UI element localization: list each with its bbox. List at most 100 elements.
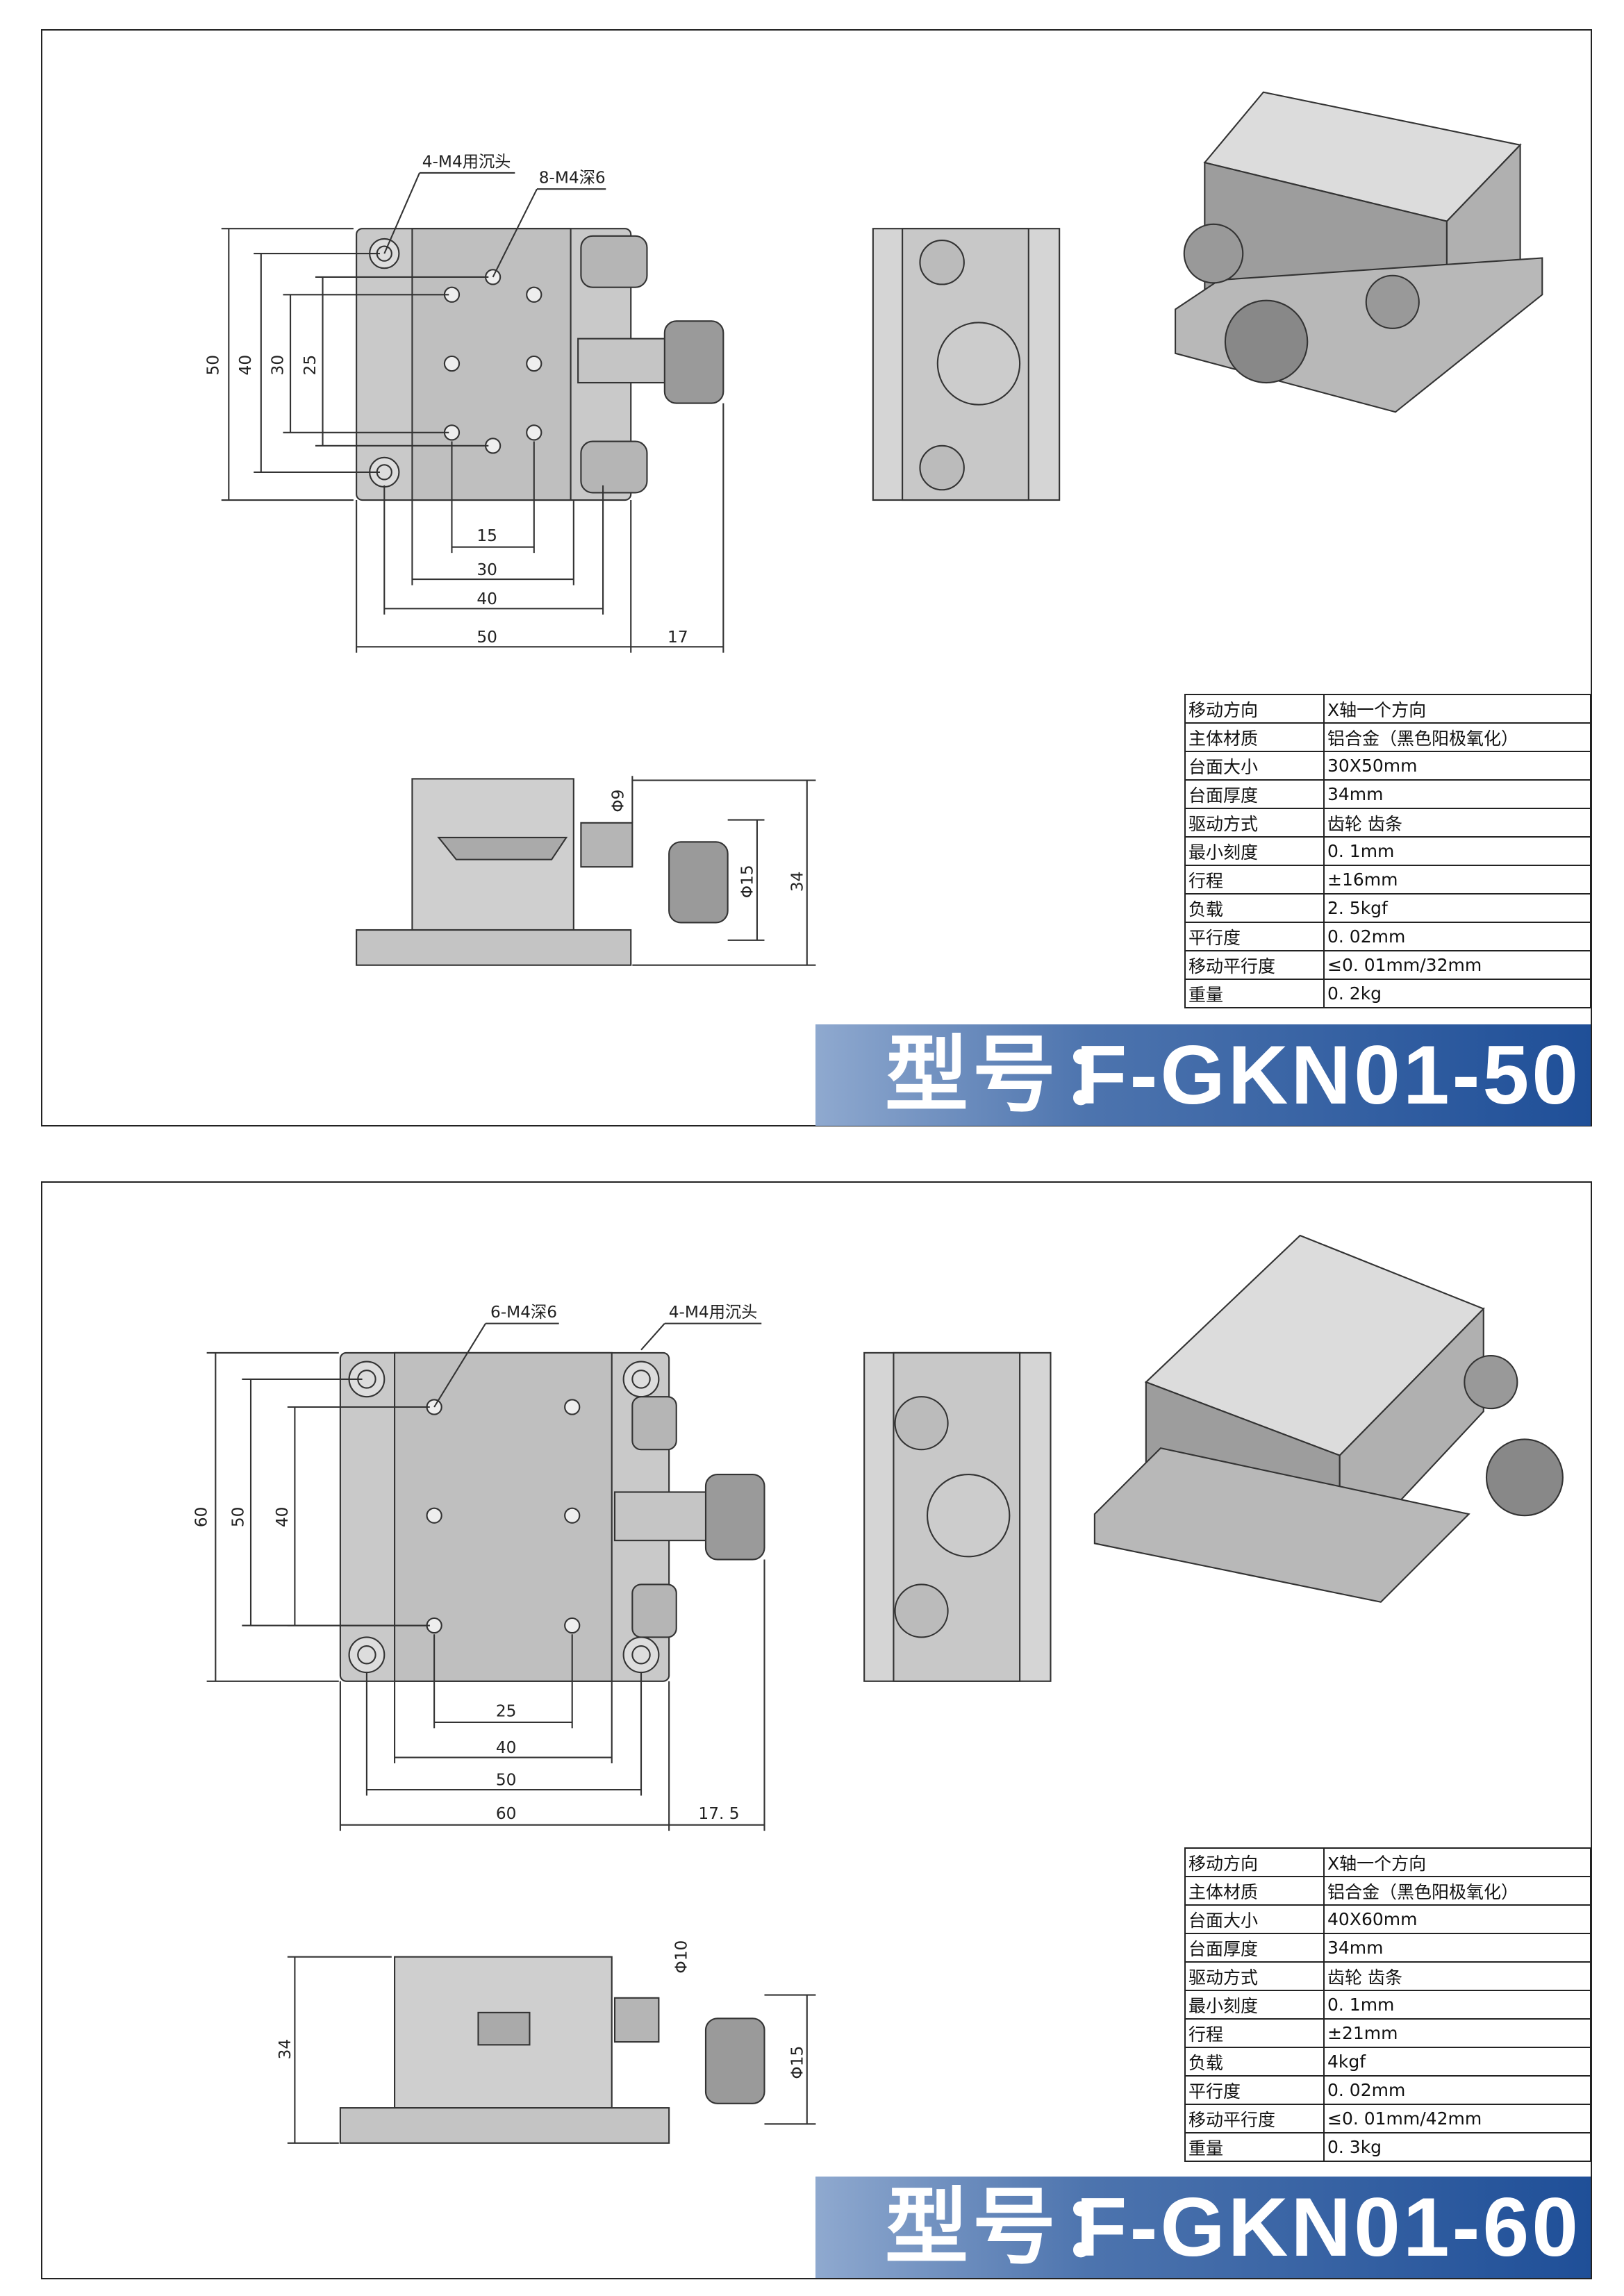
- spec-value: 0. 02mm: [1323, 2075, 1591, 2105]
- spec-label: 台面大小: [1184, 1904, 1325, 1934]
- product-panel-gkn01-60: 6-M4深6 4-M4用沉头 60 50 40 25 40 50 60 17. …: [41, 1181, 1592, 2279]
- model-banner-gkn01-50: 型号： F-GKN01-50: [815, 1024, 1591, 1126]
- spec-label: 移动平行度: [1184, 950, 1325, 980]
- dim-diameter-small: Φ10: [672, 1940, 691, 1974]
- spec-value: 2. 5kgf: [1323, 893, 1591, 923]
- note-tapped-holes: 8-M4深6: [539, 169, 606, 188]
- spec-value: 铝合金（黑色阳极氧化）: [1323, 1876, 1591, 1906]
- spec-value: 齿轮 齿条: [1323, 1961, 1591, 1991]
- spec-label: 台面厚度: [1184, 1933, 1325, 1963]
- spec-value: ±21mm: [1323, 2018, 1591, 2048]
- model-number: F-GKN01-50: [1076, 1029, 1581, 1122]
- spec-value: 齿轮 齿条: [1323, 808, 1591, 838]
- spec-value: 34mm: [1323, 1933, 1591, 1963]
- dim-v: 25: [301, 355, 320, 376]
- spec-row: 主体材质铝合金（黑色阳极氧化）: [1184, 722, 1591, 752]
- spec-label: 主体材质: [1184, 722, 1325, 752]
- dim-v: 50: [204, 355, 223, 376]
- spec-label: 台面厚度: [1184, 779, 1325, 809]
- technical-drawing-gkn01-50: 4-M4用沉头 8-M4深6 50 40 30 25 15 30 40 50 1…: [204, 91, 1543, 966]
- dim-diameter-small: Φ9: [609, 790, 628, 813]
- spec-label: 最小刻度: [1184, 1990, 1325, 2020]
- model-banner-gkn01-60: 型号： F-GKN01-60: [815, 2177, 1591, 2278]
- spec-value: 34mm: [1323, 779, 1591, 809]
- model-number: F-GKN01-60: [1076, 2181, 1581, 2274]
- spec-value: ±16mm: [1323, 865, 1591, 895]
- spec-label: 主体材质: [1184, 1876, 1325, 1906]
- spec-label: 最小刻度: [1184, 836, 1325, 866]
- technical-drawing-gkn01-60: 6-M4深6 4-M4用沉头 60 50 40 25 40 50 60 17. …: [192, 1234, 1564, 2144]
- dim-v: 30: [268, 355, 287, 376]
- spec-row: 行程±16mm: [1184, 865, 1591, 895]
- dim-h: 15: [477, 526, 497, 545]
- note-countersink: 4-M4用沉头: [422, 152, 511, 171]
- dim-h: 50: [496, 1771, 517, 1790]
- spec-label: 移动平行度: [1184, 2104, 1325, 2133]
- note-countersink: 4-M4用沉头: [669, 1303, 758, 1322]
- spec-value: 0. 02mm: [1323, 922, 1591, 951]
- spec-value: X轴一个方向: [1323, 694, 1591, 724]
- dim-h: 30: [477, 560, 497, 579]
- spec-value: 0. 1mm: [1323, 1990, 1591, 2020]
- spec-label: 台面大小: [1184, 751, 1325, 781]
- spec-value: 40X60mm: [1323, 1904, 1591, 1934]
- spec-value: 0. 1mm: [1323, 836, 1591, 866]
- spec-label: 移动方向: [1184, 694, 1325, 724]
- dim-knob: 17. 5: [698, 1804, 739, 1823]
- dim-h: 40: [496, 1738, 517, 1757]
- spec-label: 行程: [1184, 2018, 1325, 2048]
- spec-label: 平行度: [1184, 922, 1325, 951]
- dim-knob: 17: [668, 628, 688, 647]
- dim-v: 60: [192, 1507, 211, 1528]
- spec-label: 负载: [1184, 893, 1325, 923]
- dim-h: 60: [496, 1804, 517, 1823]
- dim-h: 50: [477, 628, 497, 647]
- spec-value: 0. 2kg: [1323, 979, 1591, 1008]
- dim-diameter-knob: Φ15: [738, 865, 757, 898]
- dim-v: 50: [229, 1507, 247, 1528]
- spec-value: 0. 3kg: [1323, 2132, 1591, 2162]
- spec-label: 重量: [1184, 2132, 1325, 2162]
- spec-value: 铝合金（黑色阳极氧化）: [1323, 722, 1591, 752]
- dim-h: 25: [496, 1702, 517, 1720]
- dim-height: 34: [276, 2039, 295, 2060]
- spec-row: 驱动方式齿轮 齿条: [1184, 808, 1591, 838]
- dim-v: 40: [273, 1507, 292, 1528]
- dim-height: 34: [788, 872, 806, 892]
- dim-h: 40: [477, 590, 497, 608]
- spec-label: 重量: [1184, 979, 1325, 1008]
- spec-row: 主体材质铝合金（黑色阳极氧化）: [1184, 1876, 1591, 1906]
- dim-diameter-knob: Φ15: [788, 2046, 806, 2079]
- spec-row: 行程±21mm: [1184, 2018, 1591, 2048]
- product-panel-gkn01-50: 4-M4用沉头 8-M4深6 50 40 30 25 15 30 40 50 1…: [41, 29, 1592, 1126]
- spec-value: 30X50mm: [1323, 751, 1591, 781]
- spec-value: ≤0. 01mm/32mm: [1323, 950, 1591, 980]
- spec-label: 移动方向: [1184, 1847, 1325, 1877]
- model-label: 型号：: [885, 1029, 1147, 1122]
- spec-label: 驱动方式: [1184, 1961, 1325, 1991]
- model-label: 型号：: [885, 2181, 1147, 2274]
- spec-label: 平行度: [1184, 2075, 1325, 2105]
- spec-value: 4kgf: [1323, 2047, 1591, 2077]
- spec-label: 行程: [1184, 865, 1325, 895]
- spec-value: X轴一个方向: [1323, 1847, 1591, 1877]
- spec-label: 负载: [1184, 2047, 1325, 2077]
- spec-label: 驱动方式: [1184, 808, 1325, 838]
- dim-v: 40: [236, 355, 255, 376]
